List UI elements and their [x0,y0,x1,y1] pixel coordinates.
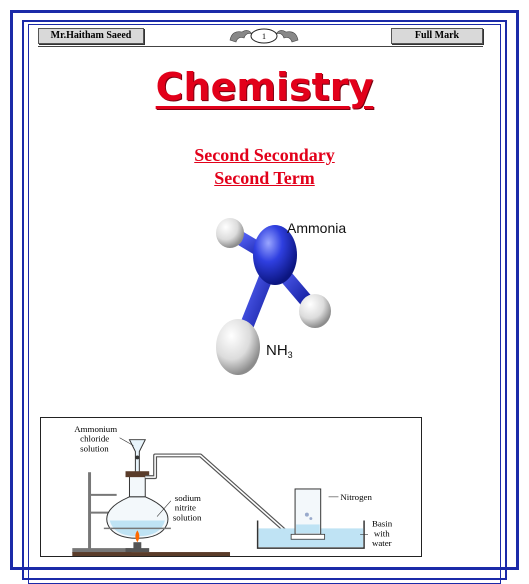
label-solution: solution [80,444,109,454]
molecule-name: Ammonia [287,220,346,236]
label-chloride: chloride [80,434,109,444]
label-ammonium: Ammonium [74,424,117,434]
ammonia-molecule-image: Ammonia NH3 [216,218,346,375]
author-box: Mr.Haitham Saeed [38,28,144,44]
label-water: water [372,538,392,548]
subtitle-term: Second Term [214,168,315,188]
cover-title: Chemistry [155,65,374,109]
subtitle-grade: Second Secondary [194,145,335,165]
full-mark-box: Full Mark [391,28,483,44]
label-nitrogen: Nitrogen [340,492,372,502]
header-rule [38,46,483,47]
nitrogen-preparation-apparatus: Ammonium chloride solution sodium nitrit… [40,417,422,557]
label-nitrite-solution: solution [173,513,202,523]
page-number: 1 [262,32,266,41]
label-basin: Basin [372,518,393,528]
molecule-formula: NH3 [266,342,293,360]
label-with: with [374,528,390,538]
label-nitrite: nitrite [175,503,196,513]
page-header: Mr.Haitham Saeed 1 Full Mark [30,26,499,47]
label-sodium: sodium [175,493,201,503]
page-number-ornament: 1 [229,28,299,44]
